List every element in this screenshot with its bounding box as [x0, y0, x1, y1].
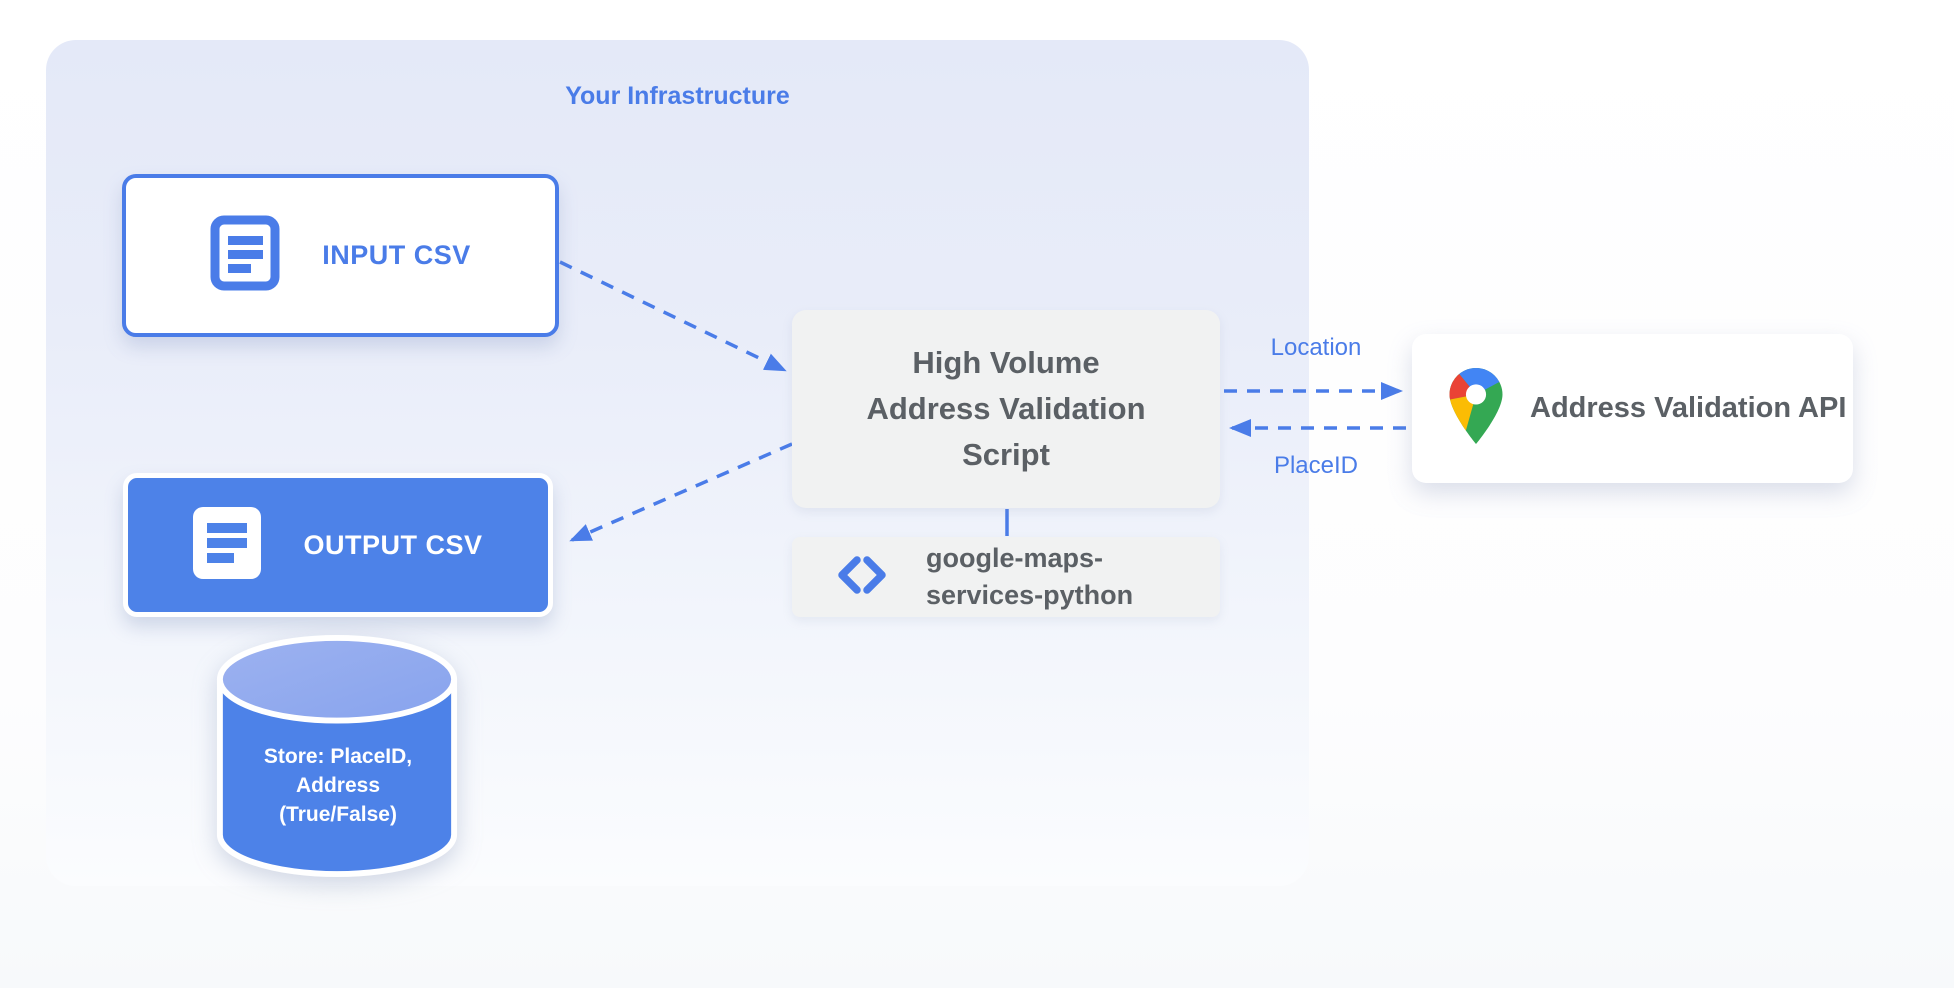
output-csv-label: OUTPUT CSV	[303, 529, 483, 560]
database-cylinder	[214, 634, 460, 880]
document-icon	[193, 506, 262, 584]
code-icon	[836, 554, 888, 601]
input-csv-label: INPUT CSV	[322, 240, 471, 270]
library-node: google-maps- services-python	[792, 537, 1220, 617]
edge-label-location: Location	[1270, 334, 1362, 361]
library-label: google-maps- services-python	[926, 543, 1134, 610]
script-label: High Volume Address Validation Script	[866, 345, 1146, 472]
api-node: Address Validation API	[1412, 334, 1853, 483]
output-csv-node: OUTPUT CSV	[123, 473, 553, 617]
datastore-label: Store: PlaceID, Address (True/False)	[263, 745, 413, 826]
infrastructure-title: Your Infrastructure	[565, 82, 790, 110]
document-icon	[210, 215, 280, 296]
edge-label-placeid: PlaceID	[1273, 452, 1359, 479]
input-csv-node: INPUT CSV	[122, 174, 559, 337]
google-maps-pin-icon	[1448, 368, 1504, 449]
script-node: High Volume Address Validation Script	[792, 310, 1220, 508]
api-label: Address Validation API	[1530, 392, 1847, 424]
